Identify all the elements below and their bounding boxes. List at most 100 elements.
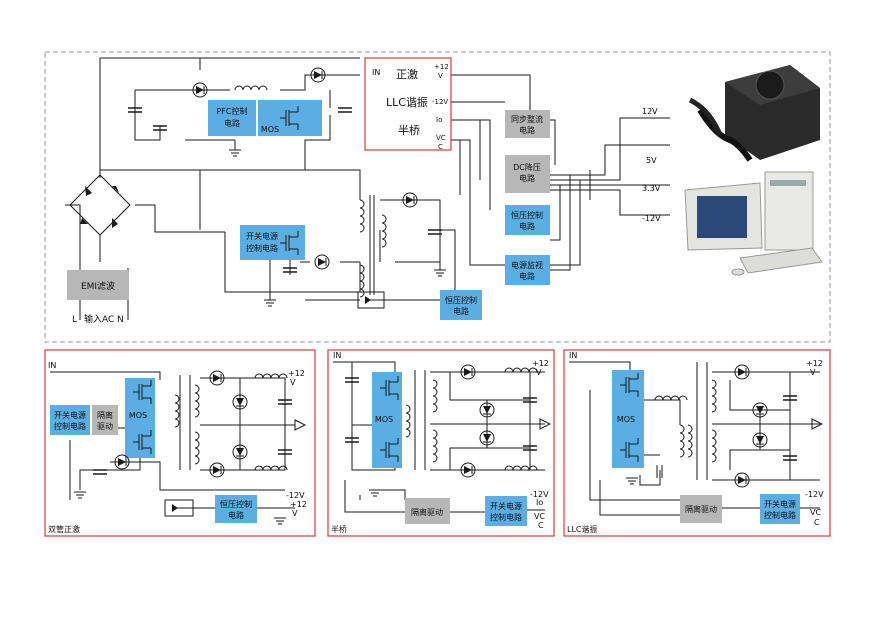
mon-1: 电源监视 (511, 260, 543, 270)
output-arrow-icon (294, 419, 306, 431)
capacitor-icon (92, 469, 108, 475)
panel-llc (563, 349, 831, 537)
p1-p12b: +12 (290, 500, 307, 509)
p3-in: IN (569, 351, 577, 360)
cv-2: 电路 (519, 221, 535, 231)
p1-v: V (290, 378, 296, 387)
p1-v2: V (292, 509, 298, 518)
cv-1: 恒压控制 (511, 210, 543, 220)
pfc-label-2: 电路 (224, 118, 240, 128)
out-m12v: -12V (642, 214, 661, 223)
emi-block (67, 270, 129, 300)
transformer-icon (194, 384, 200, 418)
p1-mos: MOS (129, 411, 147, 420)
transformer-primary-icon (359, 199, 365, 233)
inductor-icon (254, 465, 288, 471)
transformer-icon (687, 424, 693, 458)
sync-1: 同步整流 (511, 114, 543, 124)
p1-title: 双管正激 (48, 524, 80, 534)
transformer-secondary-icon (381, 214, 387, 248)
l-label: L (72, 315, 77, 325)
p3-ctrl-block (760, 494, 800, 524)
ground-icon (625, 477, 639, 485)
bridge-rectifier (69, 174, 131, 236)
ground-icon (263, 299, 277, 307)
switch-ctrl-2: 控制电路 (246, 243, 278, 253)
p3-mos-block (612, 370, 644, 468)
p2-iso-block (405, 498, 450, 524)
transformer-icon (432, 379, 438, 413)
p2-ctrl-block (485, 496, 527, 526)
ground-icon (73, 491, 87, 499)
box-v: V (438, 72, 443, 80)
p1-switch-1: 开关电源 (54, 410, 86, 420)
panel-half-bridge (327, 349, 555, 537)
p3-mos: MOS (617, 415, 635, 424)
p3-ctrl-1: 开关电源 (764, 499, 796, 509)
box-c: C (438, 143, 443, 151)
dc-buck-block (505, 155, 550, 193)
input-ac-label: 输入AC (84, 313, 114, 325)
p2-mos: MOS (375, 415, 393, 424)
pfc-control-block (208, 100, 256, 136)
diode-icon (314, 254, 330, 270)
p1-ctrl-block (215, 495, 257, 523)
p2-c: C (538, 521, 544, 530)
p1-iso-block (92, 405, 118, 435)
p1-switch-2: 控制电路 (54, 421, 86, 431)
ground-icon (228, 149, 242, 157)
cv-control-block (505, 205, 550, 235)
const-ctrl-2: 电路 (453, 306, 469, 316)
p1-iso-1: 隔离 (97, 410, 113, 420)
switch-ctrl-1: 开关电源 (246, 231, 278, 241)
capacitor-icon (337, 107, 353, 113)
inductor-icon (254, 373, 288, 379)
constant-voltage-block (440, 290, 482, 320)
main-frame (44, 51, 831, 343)
topology-box (364, 57, 452, 151)
transformer-icon (711, 429, 717, 463)
dc-2: 电路 (519, 173, 535, 183)
mon-2: 电路 (519, 271, 535, 281)
p2-ctrl-2: 控制电路 (490, 512, 522, 522)
p2-vc: VC (534, 512, 545, 521)
transformer-icon (679, 424, 685, 458)
p1-m12: -12V (286, 491, 305, 500)
p3-ctrl-2: 控制电路 (764, 510, 796, 520)
p2-ctrl-1: 开关电源 (490, 501, 522, 511)
box-vc: VC (436, 134, 446, 142)
inductor-icon (654, 395, 688, 401)
const-ctrl-1: 恒压控制 (445, 295, 477, 305)
p1-in: IN (48, 361, 56, 370)
p2-io: Io (536, 498, 543, 507)
p1-mos-block (125, 378, 155, 458)
transformer-icon (174, 394, 180, 428)
main-wiring (65, 57, 640, 320)
n-label: N (117, 315, 124, 325)
p2-p12: +12 (532, 359, 549, 368)
inductor-icon (504, 367, 538, 373)
transformer-icon (194, 431, 200, 465)
dc-1: DC降压 (513, 162, 541, 172)
p3-title: LLC谐振 (567, 524, 598, 534)
panel-forward (44, 349, 316, 537)
p3-iso-block (680, 495, 722, 523)
p2-m12: -12V (530, 490, 549, 499)
p2-mos-block (372, 372, 402, 468)
box-in: IN (372, 68, 380, 77)
p2-in: IN (333, 351, 341, 360)
box-io: Io (436, 116, 442, 124)
optocoupler-icon (164, 499, 194, 517)
box-forward: 正激 (396, 67, 418, 81)
switch-control-block (240, 225, 305, 260)
box-llc: LLC谐振 (386, 95, 428, 109)
emi-label: EMI滤波 (81, 280, 115, 292)
box-m12: -12V (432, 98, 448, 106)
p3-vc: VC (810, 508, 821, 517)
p3-m12: -12V (805, 490, 824, 499)
mos-label: MOS (261, 125, 279, 134)
p1-switch-block (50, 405, 90, 435)
inductor-icon (234, 85, 268, 91)
ground-icon (368, 489, 382, 497)
sync-rectifier-block (505, 110, 550, 138)
